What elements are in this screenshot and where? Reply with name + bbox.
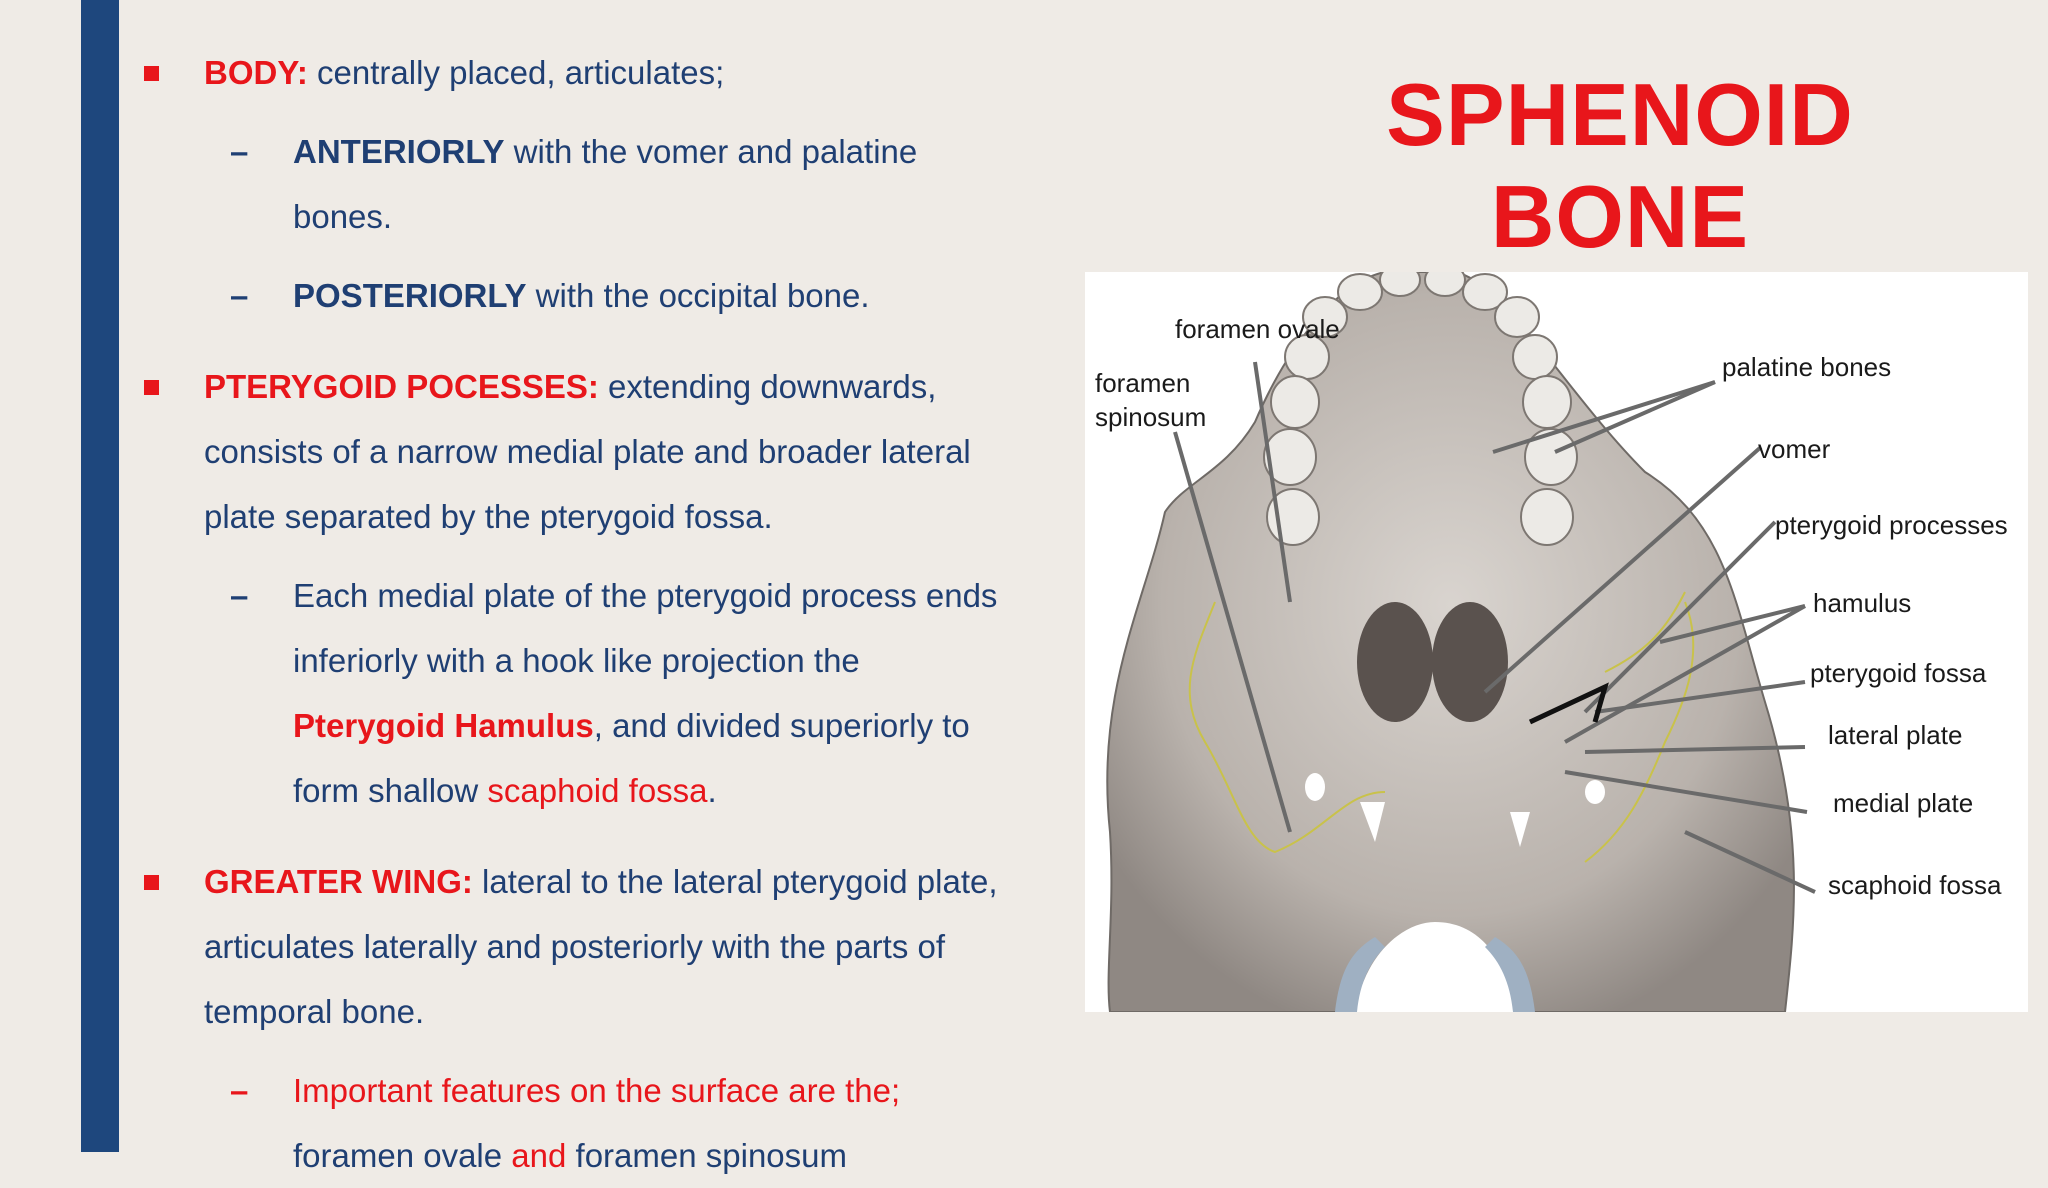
bullet-pterygoid-cont-2: plate separated by the pterygoid fossa. — [140, 484, 1060, 549]
text-greater-3: temporal bone. — [204, 993, 425, 1030]
term-anteriorly: ANTERIORLY — [293, 133, 505, 170]
label-foramen-spinosum-1: foramen — [1095, 368, 1191, 398]
text-pterygoid-2: consists of a narrow medial plate and br… — [204, 433, 971, 470]
bullet-greater-cont-2: temporal bone. — [140, 979, 1060, 1044]
text-anteriorly-2: bones. — [293, 198, 393, 235]
dash-bullet-icon: – — [230, 1072, 249, 1109]
text-pterygoid-1: extending downwards, — [598, 368, 937, 405]
label-hamulus: hamulus — [1813, 588, 1912, 618]
text-medial-4a: form shallow — [293, 772, 488, 809]
dash-bullet-icon: – — [230, 577, 249, 614]
term-body: BODY: — [204, 54, 308, 91]
term-greater-wing: GREATER WING: — [204, 863, 473, 900]
label-lateral-plate: lateral plate — [1828, 720, 1963, 750]
sub-bullet-features: – Important features on the surface are … — [140, 1058, 1060, 1123]
label-pterygoid-fossa: pterygoid fossa — [1810, 658, 1987, 688]
term-posteriorly: POSTERIORLY — [293, 277, 527, 314]
sub-bullet-medial-cont-2: Pterygoid Hamulus, and divided superiorl… — [140, 693, 1060, 758]
text-anteriorly-1: with the vomer and palatine — [504, 133, 918, 170]
label-palatine-bones: palatine bones — [1722, 352, 1892, 382]
text-greater-2: articulates laterally and posteriorly wi… — [204, 928, 946, 965]
sub-bullet-medial-cont-1: inferiorly with a hook like projection t… — [140, 628, 1060, 693]
bullet-greater-cont-1: articulates laterally and posteriorly wi… — [140, 914, 1060, 979]
left-accent-bar — [81, 0, 119, 1152]
slide-content: BODY: centrally placed, articulates; – A… — [140, 40, 1060, 1188]
skull-base-figure: foramen ovale foramen spinosum palatine … — [1085, 272, 2028, 1012]
text-features-and: and — [511, 1137, 567, 1174]
text-features-2a: foramen ovale — [293, 1137, 512, 1174]
term-scaphoid: scaphoid fossa — [487, 772, 708, 809]
bullet-greater-wing: GREATER WING: lateral to the lateral pte… — [140, 849, 1060, 914]
square-bullet-icon — [144, 875, 159, 890]
square-bullet-icon — [144, 66, 159, 81]
sub-bullet-posteriorly: – POSTERIORLY with the occipital bone. — [140, 263, 1060, 328]
sub-bullet-anteriorly: – ANTERIORLY with the vomer and palatine — [140, 119, 1060, 184]
bullet-pterygoid: PTERYGOID POCESSES: extending downwards, — [140, 354, 1060, 419]
bullet-pterygoid-cont-1: consists of a narrow medial plate and br… — [140, 419, 1060, 484]
label-medial-plate: medial plate — [1833, 788, 1974, 818]
text-pterygoid-3: plate separated by the pterygoid fossa. — [204, 498, 773, 535]
text-features-1: Important features on the surface are th… — [293, 1072, 901, 1109]
label-pterygoid-processes: pterygoid processes — [1775, 510, 2008, 540]
text-body: centrally placed, articulates; — [307, 54, 725, 91]
label-foramen-ovale: foramen ovale — [1175, 314, 1340, 344]
text-medial-2: inferiorly with a hook like projection t… — [293, 642, 860, 679]
sub-bullet-medial-plate: – Each medial plate of the pterygoid pro… — [140, 563, 1060, 628]
dash-bullet-icon: – — [230, 277, 249, 314]
text-medial-1: Each medial plate of the pterygoid proce… — [293, 577, 998, 614]
label-vomer: vomer — [1758, 434, 1831, 464]
dash-bullet-icon: – — [230, 133, 249, 170]
sub-bullet-medial-cont-3: form shallow scaphoid fossa. — [140, 758, 1060, 823]
term-pterygoid: PTERYGOID POCESSES: — [204, 368, 599, 405]
square-bullet-icon — [144, 380, 159, 395]
term-hamulus: Pterygoid Hamulus — [293, 707, 594, 744]
slide-title: SPHENOID BONE — [1386, 65, 1854, 266]
text-medial-3: , and divided superiorly to — [593, 707, 970, 744]
text-features-2b: foramen spinosum — [566, 1137, 847, 1174]
sub-bullet-anteriorly-cont: bones. — [140, 184, 1060, 249]
text-posteriorly: with the occipital bone. — [526, 277, 870, 314]
sub-bullet-features-cont: foramen ovale and foramen spinosum — [140, 1123, 1060, 1188]
skull-base-illustration — [1106, 272, 1816, 1012]
label-foramen-spinosum-2: spinosum — [1095, 402, 1207, 432]
text-medial-4b: . — [707, 772, 717, 809]
bullet-body: BODY: centrally placed, articulates; — [140, 40, 1060, 105]
text-greater-1: lateral to the lateral pterygoid plate, — [472, 863, 998, 900]
label-scaphoid-fossa: scaphoid fossa — [1828, 870, 2002, 900]
